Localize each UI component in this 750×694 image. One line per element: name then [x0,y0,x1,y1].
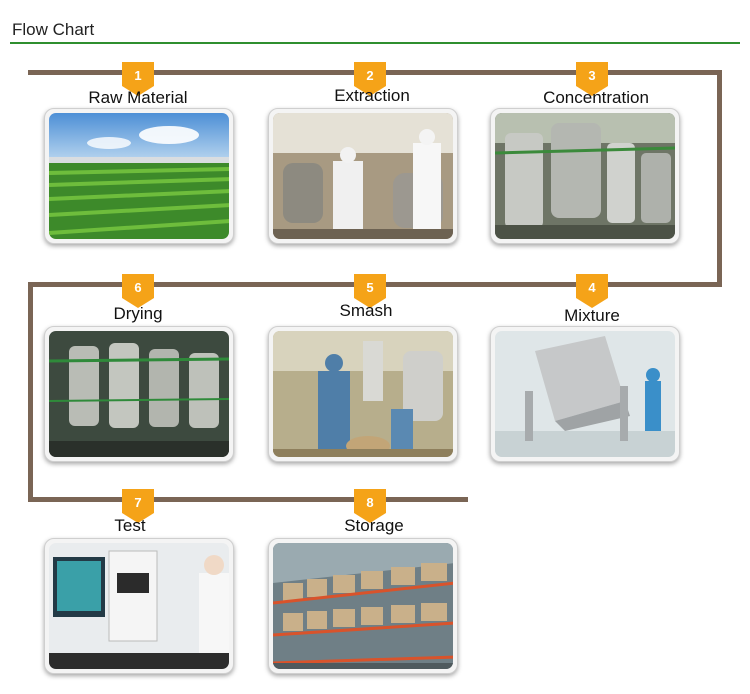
step-label-storage: Storage [344,516,404,535]
step-number: 5 [366,280,374,295]
photo-frame-storage [268,538,458,674]
photo-frame-concentration [490,108,680,244]
step-number: 8 [366,495,374,510]
storage-photo [273,543,453,669]
test-photo [49,543,229,669]
step-number: 3 [588,68,596,83]
mixture-photo [495,331,675,457]
step-label-drying: Drying [113,304,163,323]
field-photo [49,113,229,239]
step-badge-2: 2 [354,62,386,96]
track-right-connector [717,70,722,287]
step-number: 7 [134,495,142,510]
page-title: Flow Chart [12,20,95,39]
step-number: 1 [134,68,142,83]
smash-photo [273,331,453,457]
concentration-photo [495,113,675,239]
step-label-raw-material: Raw Material [88,88,188,107]
track-row3 [28,497,468,502]
step-badge-8: 8 [354,489,386,523]
flow-chart-header: Flow Chart [10,18,740,44]
step-label-smash: Smash [339,301,393,320]
track-left-connector [28,282,33,502]
step-label-mixture: Mixture [564,306,620,325]
photo-frame-drying [44,326,234,462]
photo-frame-mixture [490,326,680,462]
photo-frame-smash [268,326,458,462]
extraction-photo [273,113,453,239]
step-number: 4 [588,280,596,295]
step-label-concentration: Concentration [543,88,649,107]
step-number: 6 [134,280,142,295]
step-badge-5: 5 [354,274,386,308]
photo-frame-test [44,538,234,674]
drying-photo [49,331,229,457]
step-badge-1: 1 [122,62,154,96]
step-label-test: Test [114,516,146,535]
photo-frame-extraction [268,108,458,244]
step-badge-4: 4 [576,274,608,308]
step-number: 2 [366,68,374,83]
photo-frame-raw-material [44,108,234,244]
step-badge-7: 7 [122,489,154,523]
step-label-extraction: Extraction [334,86,410,105]
step-badge-6: 6 [122,274,154,308]
step-badge-3: 3 [576,62,608,96]
